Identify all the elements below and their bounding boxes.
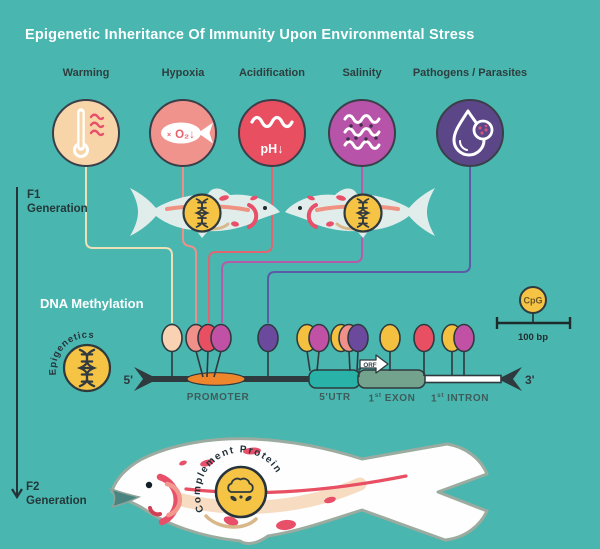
exon-box [357,369,426,389]
cpg-lollipop [413,323,435,376]
five-prime-label: 5' [123,373,133,387]
gill-arc-inner [164,481,183,518]
fish-mouth [108,487,142,509]
f2-label-line1: F2 [26,481,40,493]
f1-label-line2: Generation [27,203,88,215]
pathogens-connector [267,167,471,323]
scalebar-label: 100 bp [518,332,548,343]
intron-word: INTRON [447,393,490,405]
five-prime-chevron [134,367,158,391]
warming-connector [85,167,173,323]
page-title: Epigenetic Inheritance Of Immunity Upon … [25,27,475,43]
lateral-line [184,474,408,495]
cpg-lollipop [257,323,279,377]
gene-diagram: ORF 5' 3' [123,323,535,391]
exon-sup: st [374,392,382,399]
stress-connectors [85,167,471,323]
hypoxia-label: Hypoxia [161,67,205,79]
belly-band [175,477,367,514]
acidification-connector [208,167,273,323]
epigenetics-badge: Epigenetics [47,330,112,393]
protein-icon [227,477,254,493]
cpg-label: CpG [524,296,543,306]
cpg-circle [519,286,547,314]
warming-circle [52,99,120,167]
cpg-lollipop [210,323,232,378]
dna-methylation-heading: DNA Methylation [40,296,144,311]
fish-eye [145,481,153,489]
stressor-circles: × O₂↓ pH↓ [52,99,504,167]
f2-generation-label: F2 Generation [26,480,87,508]
acidification-label: Acidification [238,67,306,79]
thermometer-icon [73,108,105,158]
intron-num: 1 [430,393,438,405]
cpg-lollipops [161,323,475,378]
x-mark: × [167,132,171,139]
cpg-lollipop [379,323,401,371]
exon-num: 1 [368,393,375,405]
droplet-pathogen-icon [452,109,494,157]
hypoxia-fish-icon: × O₂↓ [161,122,213,144]
salinity-connector [221,167,363,323]
three-prime-label: 3' [525,373,535,387]
pathogens-label: Pathogens / Parasites [412,67,528,79]
f1-fish-right [285,188,435,238]
utr-label: 5'UTR [319,392,351,403]
f2-label-line2: Generation [26,495,87,507]
orf-label: ORF [363,362,376,369]
acidification-circle [238,99,306,167]
f1-generation-label: F1 Generation [27,188,88,216]
o2-down-label: O₂↓ [175,129,195,141]
salinity-label: Salinity [342,67,382,79]
ph-wave-icon: pH↓ [250,115,294,156]
three-prime-chevron [498,367,522,391]
hypoxia-connector [182,167,197,323]
utr-box [308,369,361,389]
orf-arrow: ORF [358,354,389,377]
exon-word: EXON [384,393,416,405]
promoter-ellipse [186,372,246,386]
ph-down-label: pH↓ [261,142,284,156]
cpg-legend: CpG 100 bp [495,286,572,343]
intron-line [422,374,502,384]
fish-spots [179,447,336,531]
warming-label: Warming [62,67,110,79]
cpg-lollipop [347,323,369,372]
salinity-waves-icon [343,114,381,150]
f1-fish-left [130,188,280,238]
cpg-lollipop [453,323,475,376]
cpg-lollipop [161,323,183,377]
gill-arc-outer [156,473,180,526]
promoter-label: PROMOTER [186,392,250,403]
gut-line [204,514,258,529]
pathogens-circle [436,99,504,167]
intron-sup: st [437,392,445,399]
f1-label-line1: F1 [27,189,41,201]
f2-fish: Complement Protein [108,437,489,545]
generation-axis [11,187,23,500]
cpg-lollipop [308,323,330,372]
